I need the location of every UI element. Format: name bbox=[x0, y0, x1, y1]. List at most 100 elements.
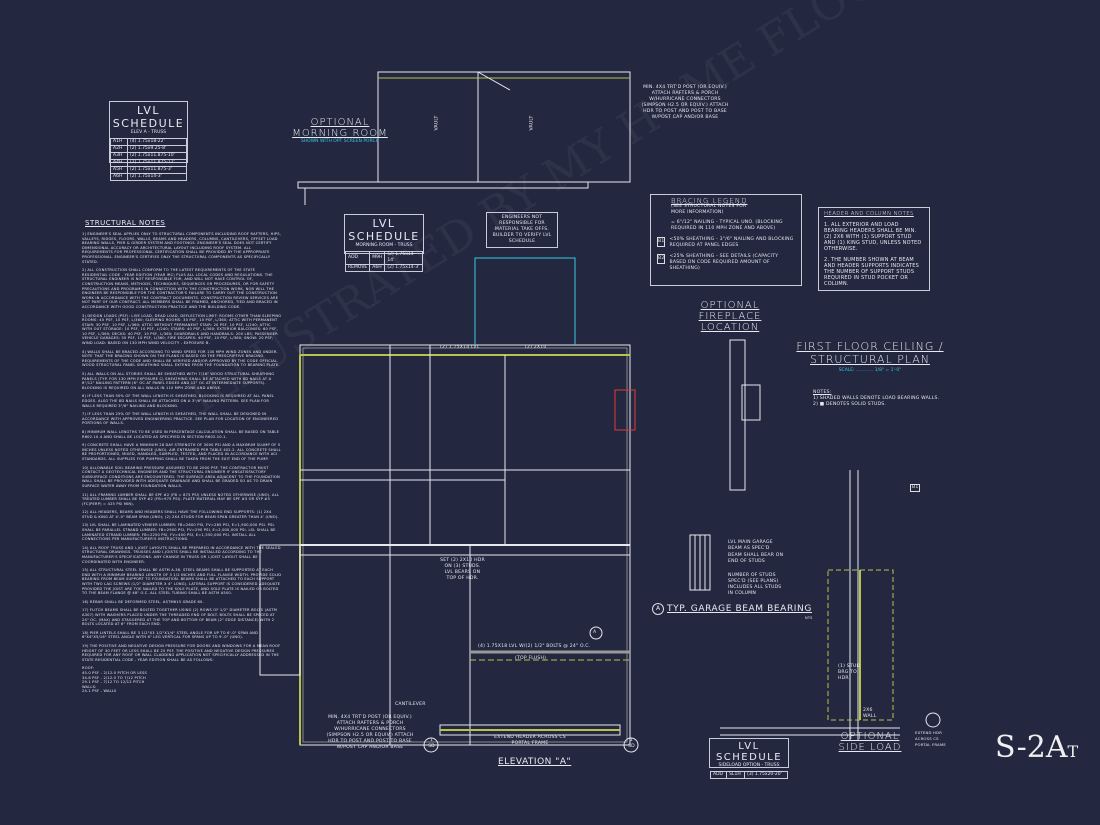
note-paragraph: 19) THE POSITIVE AND NEGATIVE DESIGN PRE… bbox=[82, 643, 281, 662]
schedule-subtitle: MORNING ROOM - TRUSS bbox=[355, 243, 413, 248]
schedule-subtitle: ELEV A - TRUSS bbox=[130, 130, 167, 135]
title-line: OPTIONAL bbox=[310, 117, 370, 128]
garage-beam-callout: NUMBER OF STUDS SPEC'D (SEE PLANS) INCLU… bbox=[728, 573, 782, 596]
schedule-title: LVL SCHEDULE bbox=[348, 217, 420, 243]
row-id: A5H bbox=[110, 166, 128, 174]
roof-item: 29.1 PSF - 7/12 TO 12/12 PITCH bbox=[82, 680, 145, 685]
row-spec: (2) 1.75x14-3' bbox=[384, 264, 423, 272]
note-item: 1. ALL EXTERIOR AND LOAD BEARING HEADERS… bbox=[824, 222, 922, 252]
b1-symbol-icon: B1 bbox=[657, 237, 666, 247]
scale-label: SCALE: bbox=[838, 368, 855, 373]
note-paragraph: 6) IF LESS THAN 50% OF THE WALL LENGTH I… bbox=[82, 394, 275, 408]
legend-item: B1 <50% SHEATHING - 3"/6" NAILING AND BL… bbox=[657, 237, 795, 249]
top-flush-label: (TOP FLUSH) bbox=[515, 656, 547, 661]
garage-beam-callout: BEAM SHALL BEAR ON END OF STUDS bbox=[728, 553, 784, 564]
roof-item: 34.8 PSF - 2/12.0 TO 7/12 PITCH bbox=[82, 675, 146, 680]
section-sheet: SD bbox=[628, 744, 635, 749]
vault-label: VAULT bbox=[434, 115, 440, 131]
garage-beam-label: (4) 1.75x18 LVL w/(2) 1/2" BOLTS @ 24" O… bbox=[478, 644, 591, 649]
note-paragraph: 4) WALLS SHALL BE BRACED ACCORDING TO WI… bbox=[82, 349, 280, 368]
notes-title: NOTES: bbox=[813, 390, 832, 395]
title-line: OPTIONAL bbox=[840, 731, 900, 742]
header-label: (2) 1.75x14 LVL bbox=[440, 345, 480, 350]
row-spec: (2) 1.75x11.875-10' bbox=[126, 152, 188, 160]
side-load-title: OPTIONAL SIDE LOAD bbox=[835, 731, 905, 753]
note-paragraph: 12) ALL HEADERS, BEAMS AND HEADERS SHALL… bbox=[82, 510, 279, 519]
note-paragraph: 18) PIER LINTELS SHALL BE 3 1/2"x3 1/2"x… bbox=[82, 630, 259, 640]
stud-brg-callout: (1) STUD BRG TO HDR bbox=[838, 664, 861, 681]
legend-subtitle: (SEE STRUCTURAL NOTES FOR MORE INFORMATI… bbox=[671, 204, 747, 215]
note-item: 2) ■ DENOTES SOLID STUDS. bbox=[813, 402, 886, 407]
row-action: ADD bbox=[709, 771, 728, 779]
b2-symbol-icon: B2 bbox=[657, 254, 666, 264]
note-paragraph: 2) ALL CONSTRUCTION SHALL CONFORM TO THE… bbox=[82, 268, 279, 309]
row-id: A6H bbox=[369, 264, 386, 272]
row-id: A6H bbox=[110, 173, 128, 181]
row-spec: (2) 1.75x9.25-8' bbox=[126, 145, 188, 153]
row-id: A4H bbox=[110, 159, 128, 167]
post-note-top: MIN. 4x4 TRT'D POST (OR EQUIV.) ATTACH R… bbox=[641, 85, 729, 120]
sheet-number: S-2A bbox=[995, 730, 1068, 765]
legend-item: B2 <25% SHEATHING - SEE DETAILS (CAPACIT… bbox=[657, 254, 795, 272]
schedule-subtitle: SIDELOAD OPTION - TRUSS bbox=[718, 763, 780, 768]
bracing-legend: BRACING LEGEND (SEE STRUCTURAL NOTES FOR… bbox=[650, 194, 802, 286]
note-paragraph: 14) ALL ROOF TRUSS AND I-JOIST LAYOUTS S… bbox=[82, 545, 281, 564]
section-number: 1 bbox=[429, 738, 434, 743]
note-paragraph: 13) LVL SHALL BE LAMINATED VENEER LUMBER… bbox=[82, 523, 276, 542]
extend-hdr-callout: EXTEND HDR ACROSS CS PORTAL FRAME bbox=[915, 730, 946, 747]
plan-title-line: FIRST FLOOR CEILING / bbox=[796, 340, 944, 353]
walls-item: 24.1 PSF - WALLS bbox=[82, 689, 117, 694]
row-id: A2H bbox=[110, 145, 128, 153]
label-line: OPTIONAL bbox=[700, 300, 760, 311]
section-number: 1 bbox=[629, 738, 634, 743]
row-id: A1H bbox=[110, 138, 128, 146]
garage-beam-callout: LVL MAIN GARAGE BEAM AS SPEC'D bbox=[728, 540, 773, 551]
marker-a: A bbox=[593, 630, 597, 635]
header-column-notes: HEADER AND COLUMN NOTES 1. ALL EXTERIOR … bbox=[818, 207, 930, 291]
note-paragraph: 10) ALLOWABLE SOIL BEARING PRESSURE ASSU… bbox=[82, 465, 280, 488]
note-paragraph: 9) CONCRETE SHALL HAVE A MINIMUM 28 DAY … bbox=[82, 443, 281, 461]
sheet-suffix: T bbox=[1067, 742, 1079, 761]
row-spec: (2) 1.75x11.875-3' bbox=[126, 166, 188, 174]
note-paragraph: 8) MINIMUM WALL LENGTHS TO BE USED IN PE… bbox=[82, 429, 280, 439]
plan-title-line: STRUCTURAL PLAN bbox=[810, 353, 930, 366]
note-paragraph: 1) ENGINEER'S SEAL APPLIES ONLY TO STRUC… bbox=[82, 232, 282, 264]
note-paragraph: 17) FLITCH BEAMS SHALL BE BOLTED TOGETHE… bbox=[82, 608, 278, 627]
label-line: FIREPLACE bbox=[698, 311, 762, 322]
row-spec: (2) 1.75x14-14' bbox=[384, 251, 423, 265]
post-note-bottom: MIN. 4x4 TRT'D POST (OR EQUIV.) ATTACH R… bbox=[326, 715, 414, 750]
subtitle: SHOWN WITH OPT SCREEN PORCH bbox=[300, 139, 380, 144]
note-paragraph: 11) ALL FRAMING LUMBER SHALL BE SPF #2 (… bbox=[82, 492, 280, 506]
lvl-schedule-elev-a: LVL SCHEDULE ELEV A - TRUSS A1H(4) 1.75x… bbox=[109, 101, 188, 181]
note-paragraph: 16) REBAR SHALL BE DEFORMED STEEL. ASTM6… bbox=[82, 599, 204, 604]
legend-text: <50% SHEATHING - 3"/6" NAILING AND BLOCK… bbox=[669, 237, 794, 248]
walls-label: WALLS: bbox=[82, 684, 97, 689]
schedule-table: A1H(4) 1.75x18-22' A2H(2) 1.75x9.25-8' A… bbox=[110, 138, 188, 181]
elevation-label: ELEVATION "A" bbox=[498, 757, 572, 767]
table-row: A5H(2) 1.75x11.875-3' bbox=[110, 166, 188, 174]
scale-value: 1/8" = 1'-0" bbox=[874, 368, 902, 373]
table-row: A2H(2) 1.75x9.25-8' bbox=[110, 145, 188, 153]
roof-item: 45.0 PSF - 2/12.0 PITCH OR LESS bbox=[82, 670, 147, 675]
garage-beam-scale: NTS bbox=[805, 616, 813, 620]
row-spec: (2) 1.75x11.875-12' bbox=[126, 159, 188, 167]
table-row: A4H(2) 1.75x11.875-12' bbox=[110, 159, 188, 167]
lvl-schedule-sideload: LVL SCHEDULE SIDELOAD OPTION - TRUSS ADD… bbox=[709, 738, 789, 779]
plan-notes: NOTES: 1) SHADED WALLS DENOTE LOAD BEARI… bbox=[813, 390, 953, 408]
row-spec: (4) 1.75x18-22' bbox=[126, 138, 188, 146]
wall-callout: 2x6 WALL bbox=[863, 708, 877, 719]
legend-title: BRACING LEGEND bbox=[671, 197, 748, 205]
row-id: M9H bbox=[369, 251, 386, 265]
b1-tag: B1 bbox=[910, 484, 921, 492]
roof-label: ROOF: bbox=[82, 666, 95, 671]
structural-notes: 1) ENGINEER'S SEAL APPLIES ONLY TO STRUC… bbox=[82, 232, 282, 694]
vault-label: VAULT bbox=[529, 115, 535, 131]
